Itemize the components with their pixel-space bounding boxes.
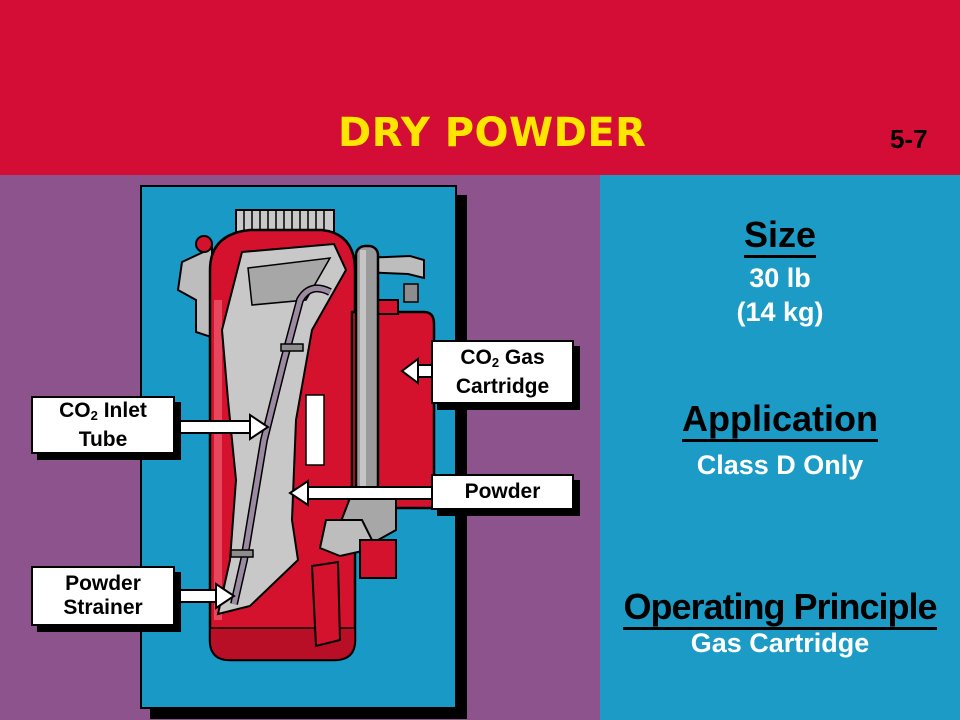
size-value-lb: 30 lb bbox=[749, 263, 811, 293]
callout-co2-inlet-tube: CO2 Inlet Tube bbox=[31, 396, 175, 454]
operating-principle-heading: Operating Principle bbox=[600, 586, 960, 630]
specs-panel bbox=[600, 175, 960, 720]
size-heading: Size bbox=[600, 214, 960, 258]
handle-pin bbox=[195, 235, 213, 253]
arrow-powder bbox=[288, 479, 433, 507]
callout-powder: Powder bbox=[431, 474, 574, 510]
operating-principle-value: Gas Cartridge bbox=[690, 628, 870, 658]
arrow-inlet-tube bbox=[177, 413, 270, 441]
application-value: Class D Only bbox=[696, 450, 864, 480]
arrow-powder-strainer bbox=[177, 582, 236, 610]
callout-co2-gas-cartridge: CO2 Gas Cartridge bbox=[431, 340, 574, 404]
callout-powder-strainer: Powder Strainer bbox=[31, 566, 175, 626]
wall-bracket bbox=[310, 560, 342, 648]
title-banner bbox=[0, 0, 960, 175]
slide-number: 5-7 bbox=[890, 124, 928, 154]
arrow-gas-cartridge bbox=[400, 357, 435, 385]
application-heading: Application bbox=[600, 398, 960, 442]
page-title: DRY POWDER bbox=[338, 110, 647, 156]
size-value-kg: (14 kg) bbox=[736, 297, 824, 327]
